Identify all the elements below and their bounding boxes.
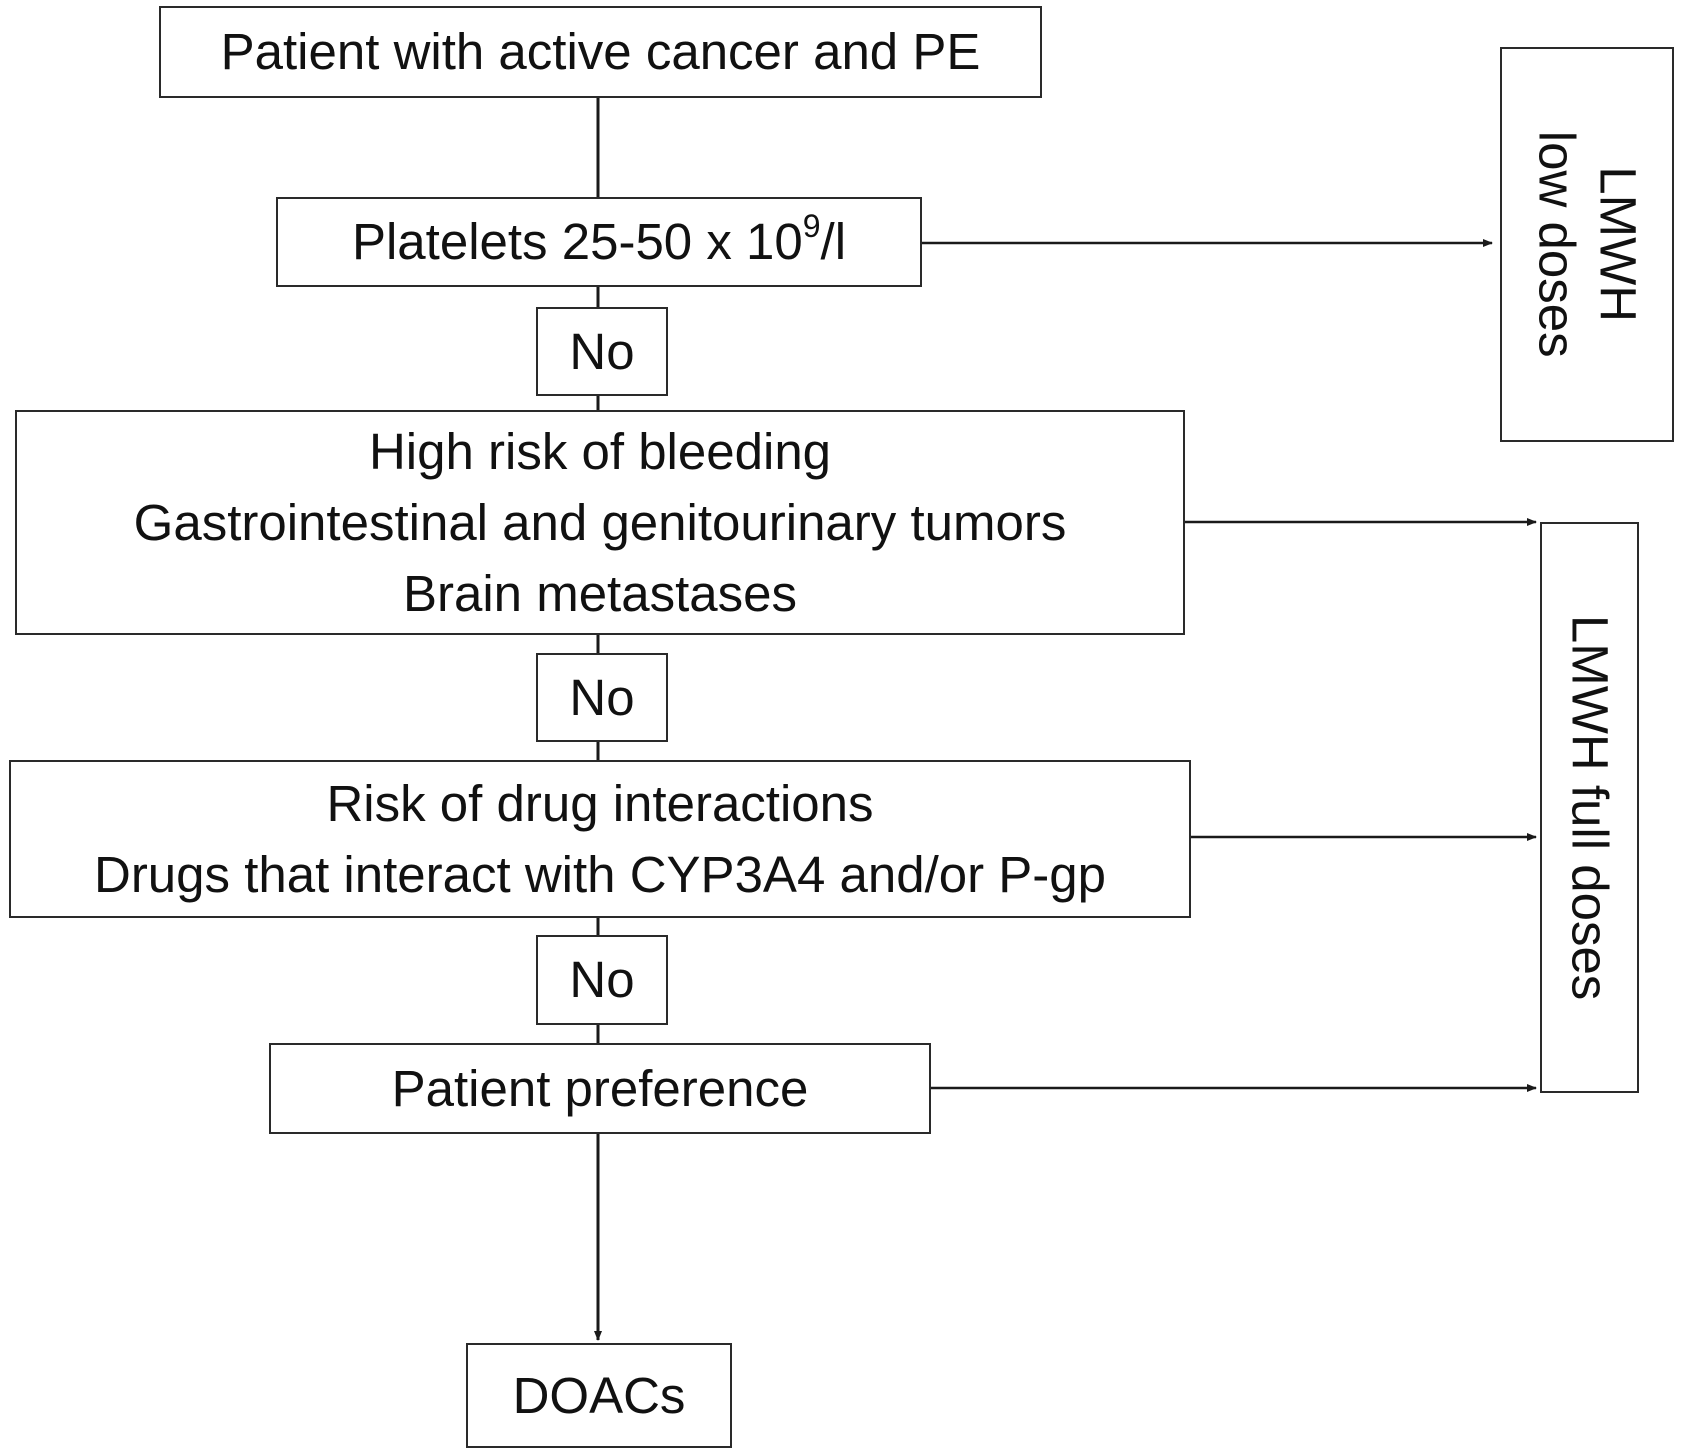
node-no-1-label: No [569, 322, 635, 380]
node-platelets-label: Platelets 25-50 x 109/l [351, 208, 847, 272]
node-no-2-label: No [569, 668, 635, 726]
node-lmwh-low-line-1: LMWH [1589, 166, 1647, 323]
node-no-1: No [536, 307, 668, 396]
node-bleeding-line-2: Gastrointestinal and genitourinary tumor… [133, 493, 1067, 551]
node-drug-interactions: Risk of drug interactions Drugs that int… [9, 760, 1191, 918]
node-no-2: No [536, 653, 668, 742]
node-no-3: No [536, 935, 668, 1025]
node-lmwh-full-label: LMWH full doses [1561, 614, 1619, 1001]
node-platelets-exponent: 9 [802, 208, 821, 245]
node-doacs-label: DOACs [512, 1366, 686, 1424]
node-preference-label: Patient preference [391, 1059, 809, 1117]
node-doacs: DOACs [466, 1343, 732, 1448]
node-platelets-main: Platelets 25-50 x 10 [351, 213, 803, 271]
node-bleeding-line-1: High risk of bleeding [368, 422, 832, 480]
node-interactions-line-1: Risk of drug interactions [326, 774, 874, 832]
node-lmwh-low-text: LMWH low doses [1526, 131, 1648, 358]
node-high-risk-bleeding: High risk of bleeding Gastrointestinal a… [15, 410, 1185, 635]
node-bleeding-line-3: Brain metastases [402, 565, 797, 623]
node-lmwh-low-doses: LMWH low doses [1500, 47, 1674, 442]
node-start: Patient with active cancer and PE [159, 6, 1042, 98]
node-lmwh-full-doses: LMWH full doses [1540, 522, 1639, 1093]
node-patient-preference: Patient preference [269, 1043, 931, 1134]
node-no-3-label: No [569, 951, 635, 1009]
node-start-label: Patient with active cancer and PE [220, 23, 981, 81]
node-lmwh-low-line-2: low doses [1528, 131, 1586, 358]
node-interactions-line-2: Drugs that interact with CYP3A4 and/or P… [93, 846, 1106, 903]
node-platelets: Platelets 25-50 x 109/l [276, 197, 922, 287]
node-platelets-unit: /l [820, 213, 847, 271]
